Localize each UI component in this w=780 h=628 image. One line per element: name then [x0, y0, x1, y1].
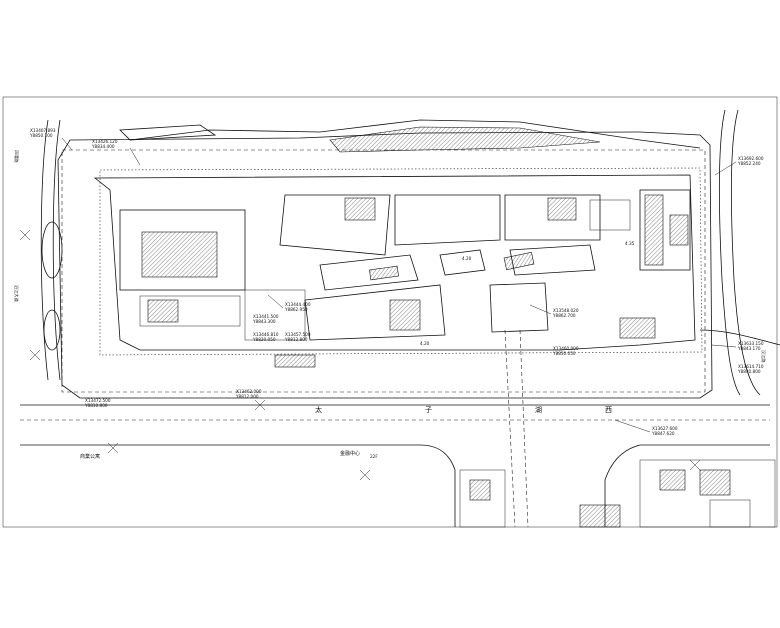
survey-cross-marks — [19, 229, 701, 481]
left-podium — [139, 295, 241, 327]
callout-mid-8: Y8812.800 — [284, 337, 308, 342]
survey-line-1 — [504, 329, 516, 528]
escalator-2 — [369, 265, 399, 281]
bottom-building-3-wing — [709, 499, 751, 528]
level-label-2: 4.35 — [625, 241, 635, 246]
right-lower-core — [619, 317, 656, 339]
leader-lines — [61, 137, 737, 433]
callout-bottom-7: X13460.000 — [553, 346, 579, 351]
street-char-4: 西 — [605, 406, 612, 414]
callout-bottom-1: X13462.000 — [236, 389, 262, 394]
level-label-1: 4.20 — [462, 256, 472, 261]
callout-top-1: X13426.120 — [92, 139, 118, 144]
callout-top-right-1: X13692.600 — [738, 156, 764, 161]
callout-top-left-2: Y8850.100 — [29, 133, 53, 138]
street-char-3: 湖 — [535, 405, 542, 414]
bottom-building-3 — [639, 459, 776, 528]
street-char-1: 太 — [315, 405, 322, 414]
callout-right-2: Y8862.700 — [552, 313, 576, 318]
callout-right-3: X13633.150 — [738, 341, 764, 346]
road-curve-1 — [419, 444, 456, 527]
callout-bottom-5: X13472.500 — [85, 398, 111, 403]
drawing-frame — [2, 96, 778, 528]
callout-mid-5: X13446.810 — [253, 332, 279, 337]
right-road-edge-1 — [718, 109, 741, 396]
right-road-branch — [699, 329, 780, 346]
basement-line — [99, 167, 703, 356]
callout-right-4: Y8843.170 — [737, 346, 761, 351]
area-label-3: 沿江大道 — [13, 285, 20, 303]
center-block-a — [279, 194, 391, 256]
level-label-3: 4.20 — [420, 341, 430, 346]
top-canopy-line — [129, 119, 701, 149]
callout-mid-6: Y8820.050 — [252, 337, 276, 342]
center-block-b — [394, 194, 501, 246]
right-block — [589, 199, 631, 231]
right-tower-core — [669, 214, 689, 246]
center-block-c — [504, 194, 601, 241]
road-curve-2 — [604, 444, 641, 527]
callout-mid-1: X13444.400 — [285, 302, 311, 307]
area-label-4: 四環路 — [13, 150, 20, 163]
center-core-d — [389, 299, 421, 331]
left-tower — [119, 209, 246, 291]
center-atrium-2 — [439, 249, 486, 276]
roundabout-left-2 — [43, 309, 61, 351]
right-road-edge-2 — [730, 109, 761, 396]
coordinate-callouts: X13407.893 Y8850.100 X13426.120 Y8834.40… — [29, 128, 764, 436]
area-label-6: 22F — [370, 454, 378, 459]
left-podium-core — [147, 299, 179, 323]
street-char-2: 子 — [425, 406, 432, 414]
left-tower-core — [141, 231, 218, 278]
main-building-outline — [93, 174, 696, 351]
callout-right-6: Y8840.800 — [737, 369, 761, 374]
callout-bottom-3: X13627.600 — [652, 426, 678, 431]
callout-mid-2: Y8862.950 — [284, 307, 308, 312]
area-label-2: 金融中心 — [340, 450, 360, 457]
roundabout-left — [41, 221, 63, 279]
bottom-building-1-core — [469, 479, 491, 501]
top-left-canopy — [119, 124, 217, 141]
escalator-1 — [503, 251, 535, 271]
left-road-edge-1 — [40, 119, 49, 381]
right-tower — [639, 189, 691, 271]
callout-bottom-8: Y8830.050 — [552, 351, 576, 356]
callout-bottom-4: Y8847.620 — [651, 431, 675, 436]
callout-mid-7: X13457.500 — [285, 332, 311, 337]
right-tower-hatch — [644, 194, 664, 266]
center-core-c — [547, 197, 577, 221]
bottom-building-2 — [579, 504, 621, 528]
bottom-building-1 — [459, 469, 506, 528]
mid-box — [244, 289, 306, 341]
center-atrium-1 — [319, 254, 419, 291]
bottom-building-3-core-a — [659, 469, 686, 491]
setback-line — [61, 149, 706, 393]
callout-top-2: Y8834.400 — [91, 144, 115, 149]
center-core-a — [344, 197, 376, 221]
callout-top-right-2: Y8852.240 — [737, 161, 761, 166]
callout-top-left-1: X13407.893 — [30, 128, 56, 133]
callout-right-1: X13548.020 — [553, 308, 579, 313]
top-canopy-hatch — [329, 126, 601, 153]
callout-bottom-6: Y8810.800 — [84, 403, 108, 408]
area-label-1: 商業公寓 — [80, 453, 100, 460]
survey-line-2 — [519, 329, 529, 528]
center-block-d — [304, 284, 446, 341]
callout-bottom-2: Y8812.000 — [235, 394, 259, 399]
area-label-5: 汉江路 — [760, 350, 767, 363]
bottom-building-3-core-b — [699, 469, 731, 496]
center-block-e — [489, 282, 549, 333]
callout-mid-3: X13441.500 — [253, 314, 279, 319]
callout-right-5: X13614.710 — [738, 364, 764, 369]
left-road-edge-2 — [52, 119, 61, 381]
callout-mid-4: Y8843.300 — [252, 319, 276, 324]
mid-lower-core — [274, 354, 316, 368]
